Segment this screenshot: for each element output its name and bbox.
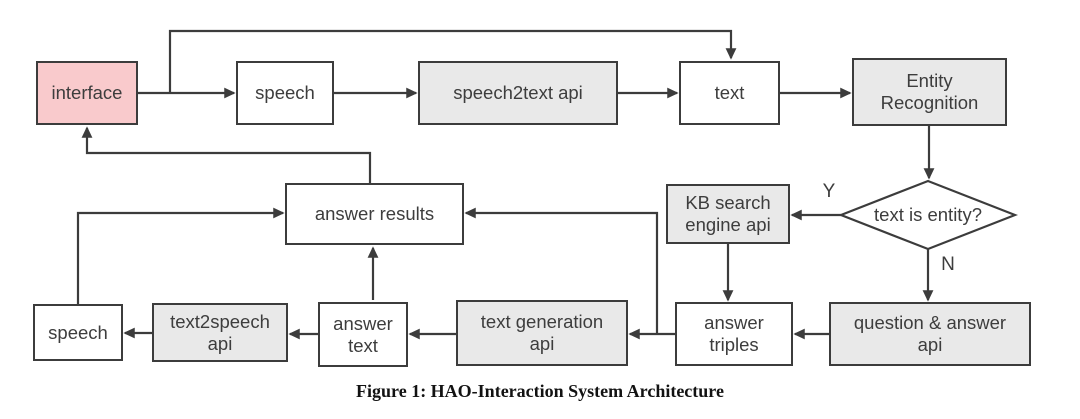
- edge-answer-results-to-interface: [81, 126, 372, 183]
- edge-label-no: N: [941, 254, 955, 275]
- node-answer-text-label: answer text: [333, 312, 393, 356]
- node-speech-input-label: speech: [255, 82, 315, 104]
- edge-answer-triples-to-answer-results: [464, 207, 659, 334]
- node-speech2text-api-label: speech2text api: [453, 82, 583, 104]
- node-speech2text-api: speech2text api: [418, 61, 618, 125]
- node-text-generation-api: text generation api: [456, 300, 628, 366]
- figure-caption: Figure 1: HAO-Interaction System Archite…: [0, 381, 1080, 402]
- node-kb-search-engine-api-label: KB search engine api: [685, 192, 771, 235]
- node-entity-recognition: Entity Recognition: [852, 58, 1007, 126]
- node-speech-output: speech: [33, 304, 123, 361]
- node-interface-label: interface: [51, 82, 123, 104]
- node-interface: interface: [36, 61, 138, 125]
- node-entity-recognition-label: Entity Recognition: [880, 70, 979, 113]
- edge-speech-to-answer-results: [76, 207, 285, 304]
- node-question-answer-api-label: question & answer api: [853, 312, 1007, 355]
- decision-diamond: [837, 179, 1019, 251]
- node-kb-search-engine-api: KB search engine api: [666, 184, 790, 244]
- node-text2speech-api: text2speech api: [152, 303, 288, 362]
- node-text-label: text: [714, 82, 745, 104]
- node-question-answer-api: question & answer api: [829, 302, 1031, 366]
- edge-interface-to-text: [168, 29, 737, 93]
- node-answer-triples-label: answer triples: [704, 312, 764, 355]
- figure-caption-text: Figure 1: HAO-Interaction System Archite…: [356, 381, 724, 401]
- node-text: text: [679, 61, 780, 125]
- node-answer-triples: answer triples: [675, 302, 793, 366]
- node-answer-results-label: answer results: [314, 203, 435, 225]
- node-text2speech-api-label: text2speech api: [170, 310, 270, 354]
- node-answer-results: answer results: [285, 183, 464, 245]
- node-speech-output-label: speech: [48, 321, 108, 343]
- node-speech-input: speech: [236, 61, 334, 125]
- node-text-generation-api-label: text generation api: [480, 311, 604, 354]
- node-answer-text: answer text: [318, 302, 408, 367]
- edge-label-yes: Y: [822, 181, 836, 202]
